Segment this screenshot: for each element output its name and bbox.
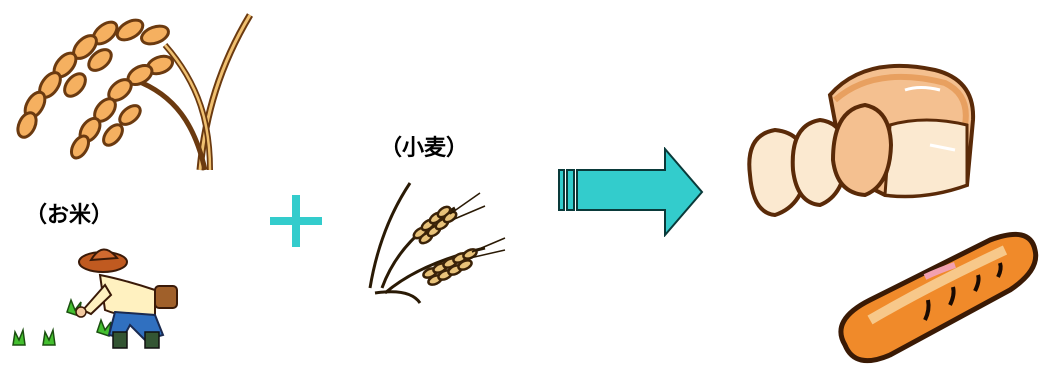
baguette-icon [838,231,1039,364]
sliced-bread-icon [747,63,976,218]
rice-plant [5,5,255,175]
bread-loaf [745,55,980,220]
wheat-stalk-icon [368,182,506,304]
plus-sign [268,193,324,249]
transform-arrow [557,147,705,237]
rice-stalk-icon [16,13,254,171]
farmer-planting-icon [12,248,178,349]
baguette [830,225,1040,365]
farmer-illustration [5,240,190,355]
rice-label: （お米） [25,203,114,228]
wheat-illustration [360,178,510,308]
plus-icon [270,195,322,247]
wheat-label: （小麦） [380,136,469,161]
right-arrow-icon [558,147,704,237]
